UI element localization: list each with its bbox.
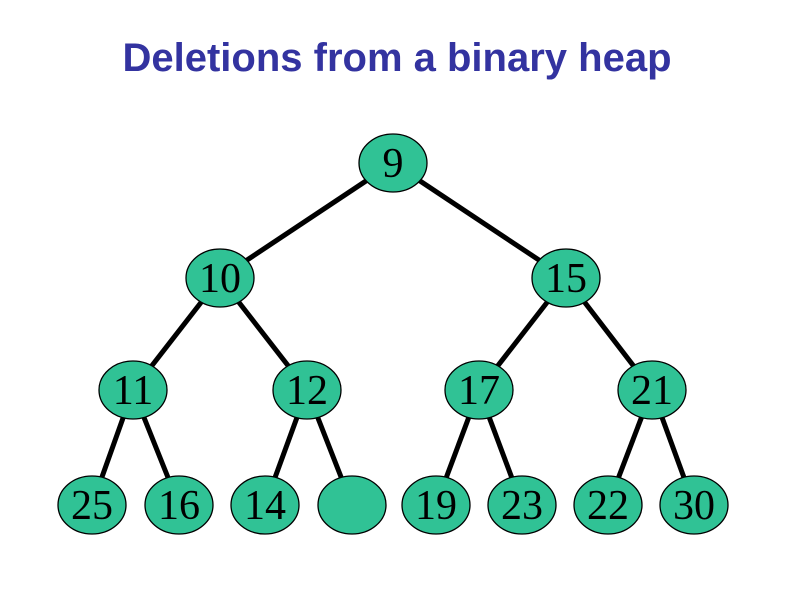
tree-node-17: 17 bbox=[444, 360, 514, 420]
tree-node-label-25: 25 bbox=[71, 483, 113, 529]
tree-node-label-21: 21 bbox=[631, 368, 673, 414]
tree-node-label-15: 15 bbox=[545, 256, 587, 302]
tree-node-23: 23 bbox=[487, 475, 557, 535]
tree-node-ellipse-21 bbox=[617, 360, 687, 420]
tree-node-ellipse-17 bbox=[444, 360, 514, 420]
tree-edge-9-15 bbox=[391, 160, 568, 281]
tree-node-empty bbox=[317, 475, 387, 535]
tree-node-22: 22 bbox=[573, 475, 643, 535]
tree-node-label-30: 30 bbox=[673, 483, 715, 529]
tree-node-label-22: 22 bbox=[587, 483, 629, 529]
tree-node-ellipse-15 bbox=[531, 248, 601, 308]
tree-node-ellipse-23 bbox=[487, 475, 557, 535]
tree-node-label-9: 9 bbox=[383, 141, 404, 187]
tree-node-label-23: 23 bbox=[501, 483, 543, 529]
tree-node-12: 12 bbox=[272, 360, 342, 420]
tree-node-21: 21 bbox=[617, 360, 687, 420]
tree-node-label-19: 19 bbox=[415, 483, 457, 529]
tree-node-ellipse-14 bbox=[230, 475, 300, 535]
tree-node-label-16: 16 bbox=[158, 483, 200, 529]
tree-node-label-11: 11 bbox=[113, 368, 153, 414]
tree-node-19: 19 bbox=[401, 475, 471, 535]
tree-node-label-14: 14 bbox=[244, 483, 286, 529]
tree-node-ellipse-empty bbox=[317, 475, 387, 535]
tree-node-label-17: 17 bbox=[458, 368, 500, 414]
tree-node-ellipse-16 bbox=[144, 475, 214, 535]
tree-node-15: 15 bbox=[531, 248, 601, 308]
tree-node-9: 9 bbox=[358, 133, 428, 193]
tree-node-ellipse-11 bbox=[98, 360, 168, 420]
tree-node-ellipse-22 bbox=[573, 475, 643, 535]
tree-node-label-10: 10 bbox=[199, 256, 241, 302]
tree-node-25: 25 bbox=[57, 475, 127, 535]
slide-title: Deletions from a binary heap bbox=[122, 36, 672, 80]
tree-node-ellipse-19 bbox=[401, 475, 471, 535]
tree-node-label-12: 12 bbox=[286, 368, 328, 414]
tree-node-ellipse-25 bbox=[57, 475, 127, 535]
tree-node-10: 10 bbox=[185, 248, 255, 308]
tree-node-ellipse-10 bbox=[185, 248, 255, 308]
tree-node-14: 14 bbox=[230, 475, 300, 535]
tree-node-11: 11 bbox=[98, 360, 168, 420]
tree-node-ellipse-12 bbox=[272, 360, 342, 420]
tree-edge-9-10 bbox=[218, 160, 395, 281]
tree-node-16: 16 bbox=[144, 475, 214, 535]
tree-node-ellipse-30 bbox=[659, 475, 729, 535]
tree-node-30: 30 bbox=[659, 475, 729, 535]
tree-node-ellipse-9 bbox=[358, 133, 428, 193]
